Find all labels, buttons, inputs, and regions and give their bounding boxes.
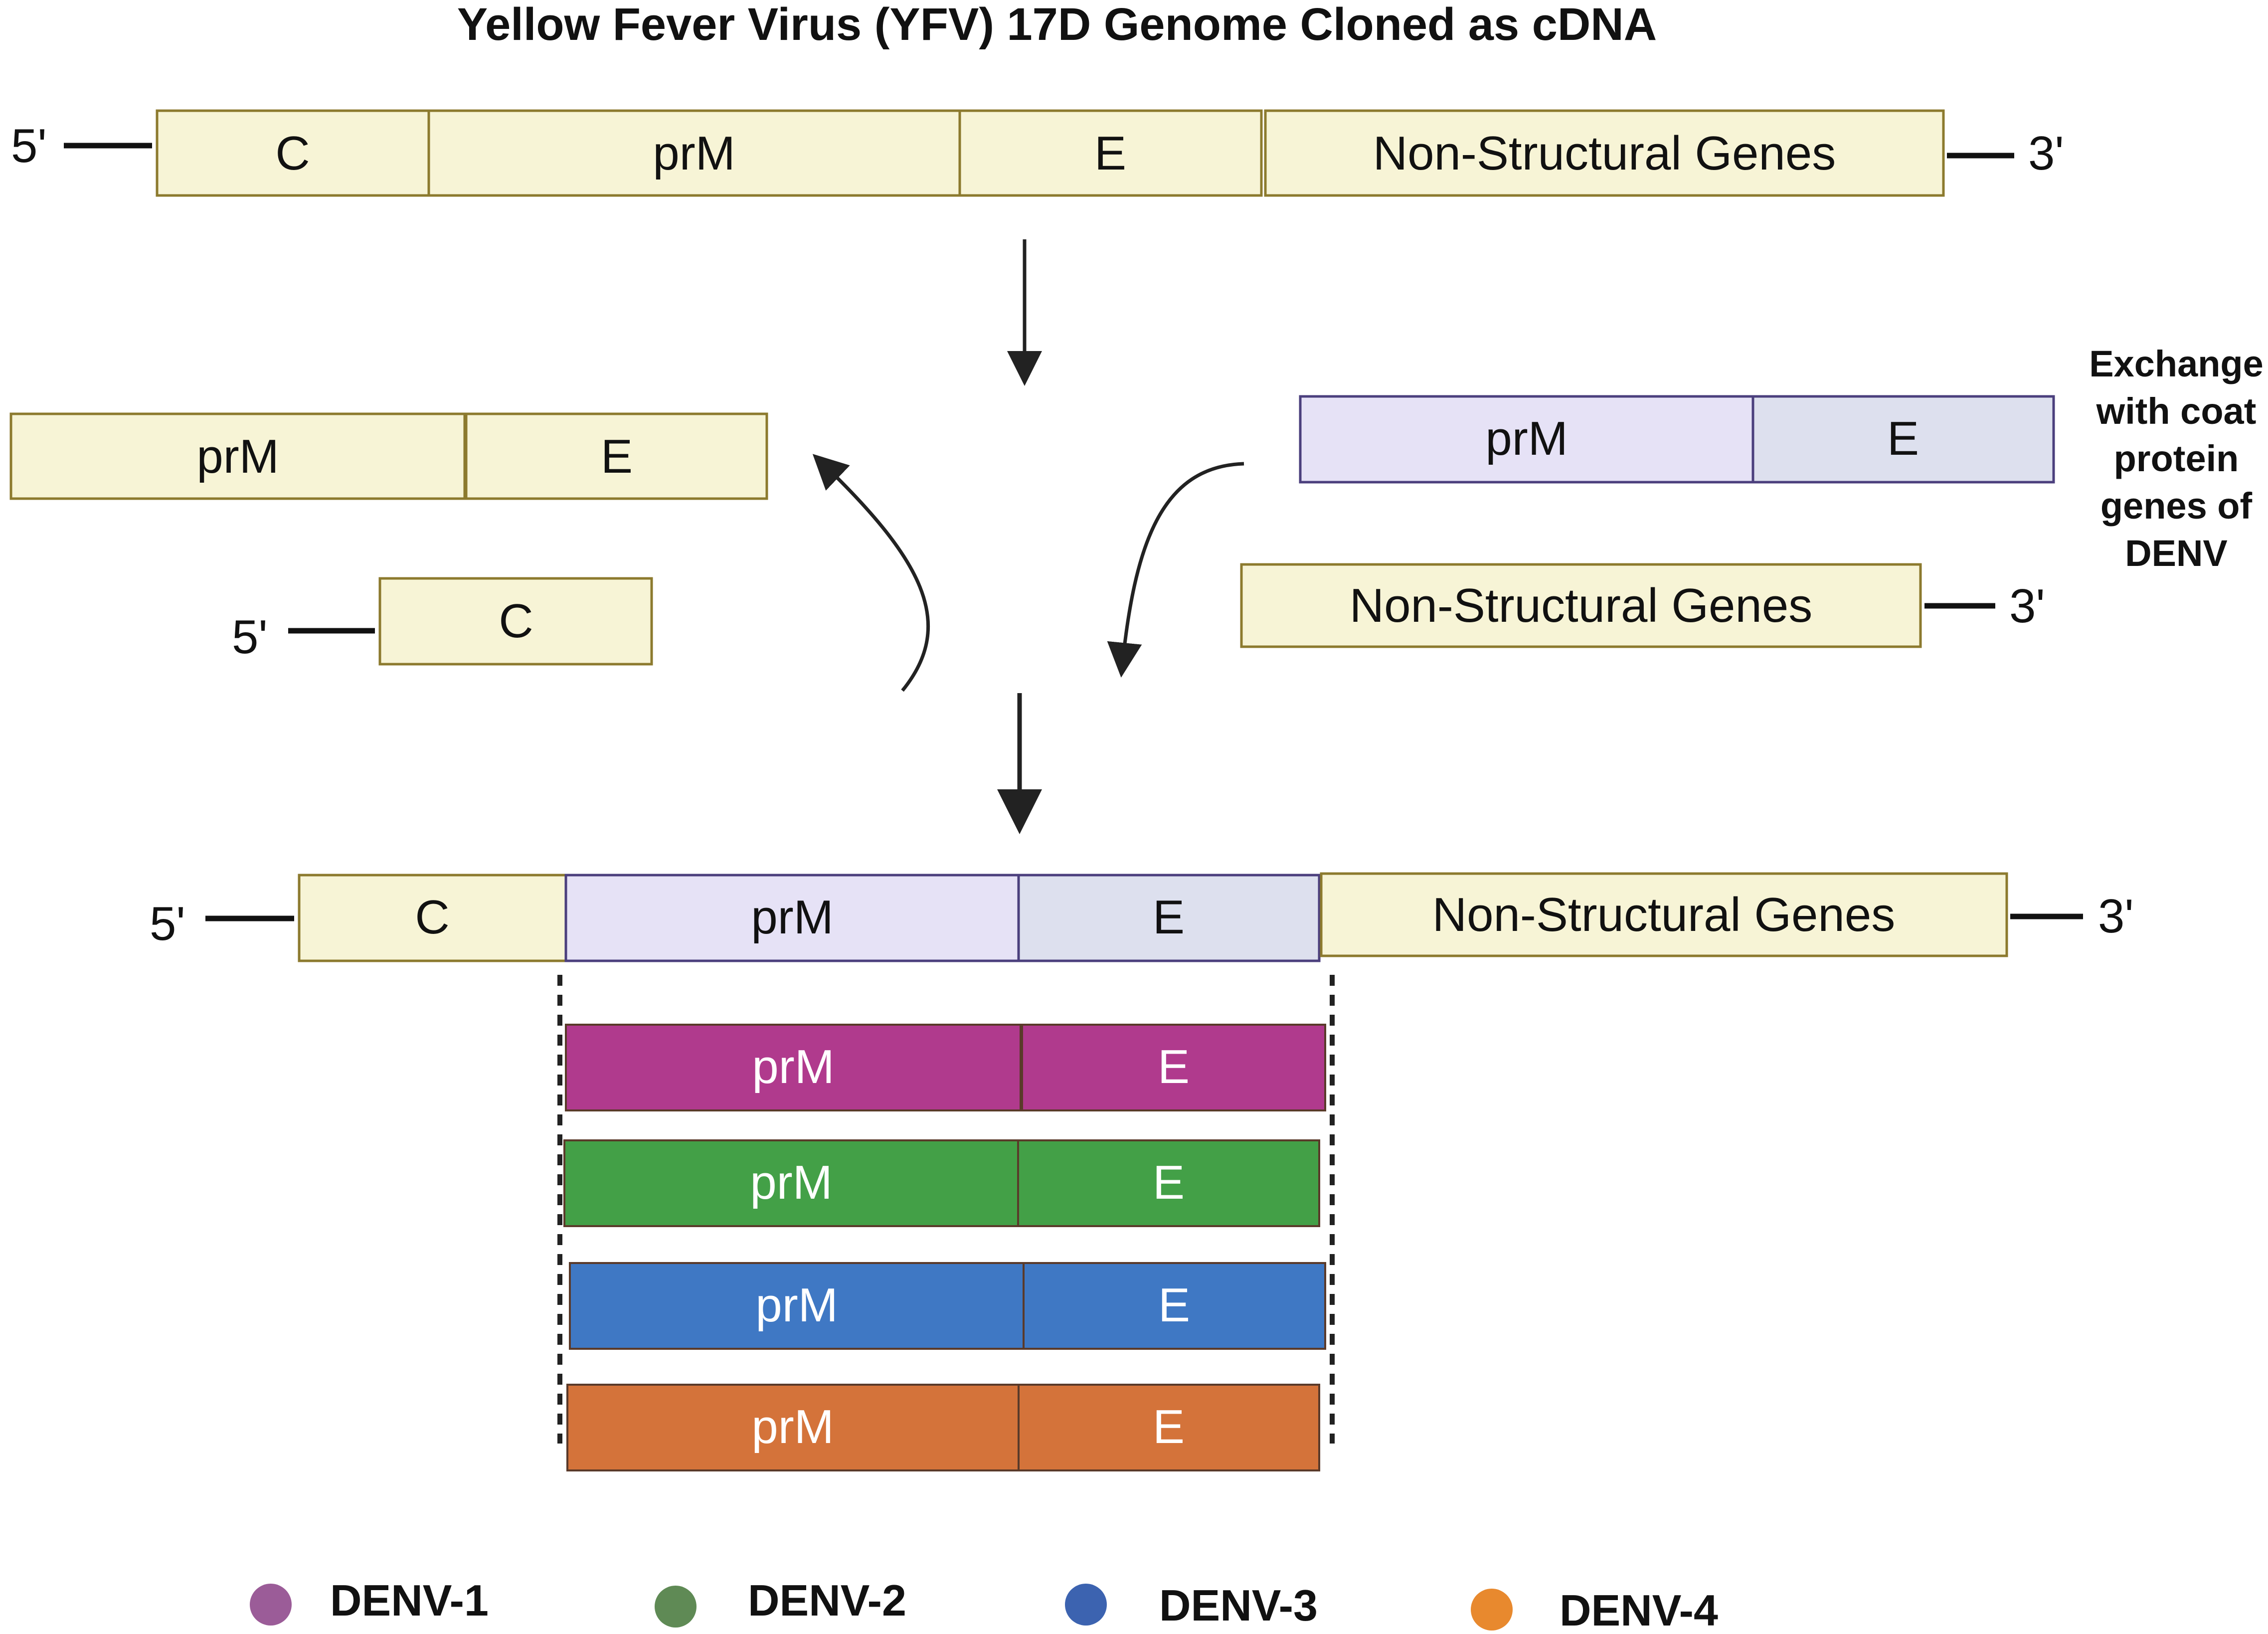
- right-three-prime-label: 3': [2009, 579, 2045, 633]
- denv-e-segment: E: [1751, 395, 2055, 484]
- chimeric-genome-row: 5' C prM E Non-Structural Genes 3': [150, 872, 2134, 962]
- denv3-e-label: E: [1158, 1278, 1190, 1332]
- yfv-prm-label: prM: [653, 127, 735, 180]
- denv3-bar: prM E: [569, 1262, 1326, 1350]
- legend-label-denv1: DENV-1: [330, 1576, 489, 1625]
- legend-swatch-denv4: [1471, 1589, 1513, 1631]
- chimera-nonstructural-label: Non-Structural Genes: [1432, 888, 1895, 941]
- diagram-title: Yellow Fever Virus (YFV) 17D Genome Clon…: [457, 0, 1657, 50]
- excised-prm-label: prM: [196, 430, 279, 483]
- denv2-bar: prM E: [563, 1139, 1320, 1227]
- legend-swatch-denv2: [655, 1586, 697, 1628]
- legend-label-denv3: DENV-3: [1159, 1581, 1318, 1630]
- three-prime-label: 3': [2028, 127, 2064, 180]
- excised-e-segment: E: [465, 412, 768, 500]
- denv-prm-e: prM E: [1299, 395, 2055, 484]
- denv1-bar: prM E: [565, 1024, 1326, 1111]
- yfv-nonstructural-label: Non-Structural Genes: [1373, 127, 1836, 180]
- chimera-c-segment: C: [298, 874, 567, 962]
- yfv-prm-segment: prM: [427, 109, 961, 197]
- legend-label-denv4: DENV-4: [1560, 1586, 1718, 1634]
- denv4-prm-label: prM: [751, 1400, 834, 1453]
- chimera-e-segment: E: [1017, 874, 1321, 962]
- excised-c-fragment: 5' C: [232, 577, 653, 666]
- denv-prm-segment: prM: [1299, 395, 1754, 484]
- c-fragment-box: [378, 577, 653, 666]
- denv-e-label: E: [1887, 412, 1919, 465]
- legend-swatch-denv1: [250, 1584, 292, 1626]
- yfv-c-segment: C: [156, 109, 430, 197]
- exchange-note-line-1: Exchange: [2089, 343, 2264, 384]
- yfv-c-label: C: [275, 127, 310, 180]
- legend-item-denv3: DENV-3: [1065, 1581, 1318, 1630]
- denv3-prm-label: prM: [755, 1278, 838, 1332]
- excised-prm-e: prM E: [9, 412, 768, 500]
- exchange-note-line-4: genes of: [2100, 485, 2253, 527]
- c-fragment-five-prime-label: 5': [232, 610, 268, 664]
- denv1-prm-label: prM: [752, 1040, 834, 1093]
- right-nonstructural-label: Non-Structural Genes: [1350, 579, 1812, 632]
- chimera-prm-segment: prM: [564, 874, 1020, 962]
- denv2-prm-label: prM: [750, 1156, 832, 1209]
- right-nonstructural-fragment: Non-Structural Genes 3': [1240, 563, 2045, 648]
- legend-item-denv4: DENV-4: [1471, 1586, 1718, 1634]
- legend-item-denv1: DENV-1: [250, 1576, 489, 1626]
- excised-e-label: E: [601, 430, 633, 483]
- chimera-nonstructural-segment: Non-Structural Genes: [1320, 872, 2008, 957]
- exchange-note-line-5: DENV: [2125, 533, 2228, 574]
- chimera-e-label: E: [1153, 891, 1185, 944]
- curved-arrow-out: [812, 454, 930, 692]
- exchange-note-line-3: protein: [2114, 438, 2239, 479]
- denv1-e-label: E: [1158, 1040, 1190, 1093]
- exchange-note: Exchange with coat protein genes of DENV: [2089, 343, 2264, 574]
- right-nonstructural-box: [1240, 563, 1922, 648]
- legend-swatch-denv3: [1065, 1584, 1107, 1626]
- chimera-prm-label: prM: [751, 891, 833, 944]
- denv2-e-label: E: [1153, 1156, 1185, 1209]
- c-fragment-label: C: [499, 594, 533, 648]
- legend-label-denv2: DENV-2: [748, 1576, 906, 1625]
- yfv-nonstructural-segment: Non-Structural Genes: [1264, 109, 1945, 197]
- chimera-five-prime-label: 5': [150, 897, 185, 950]
- denv4-e-label: E: [1153, 1400, 1185, 1453]
- legend: DENV-1 DENV-2 DENV-3 DENV-4: [250, 1576, 1718, 1634]
- denv-prm-label: prM: [1485, 412, 1568, 465]
- yfv-genome-row: 5' C prM E Non-Structural Genes 3': [11, 109, 2064, 197]
- legend-item-denv2: DENV-2: [655, 1576, 906, 1628]
- yfv-e-label: E: [1094, 127, 1126, 180]
- chimera-three-prime-label: 3': [2098, 890, 2134, 943]
- chimera-c-label: C: [415, 891, 449, 944]
- five-prime-label: 5': [11, 119, 47, 173]
- yfv-e-segment: E: [958, 109, 1263, 197]
- excised-prm-segment: prM: [9, 412, 466, 500]
- exchange-note-line-2: with coat: [2096, 390, 2257, 432]
- curved-arrow-in: [1107, 462, 1244, 678]
- denv4-bar: prM E: [566, 1384, 1320, 1471]
